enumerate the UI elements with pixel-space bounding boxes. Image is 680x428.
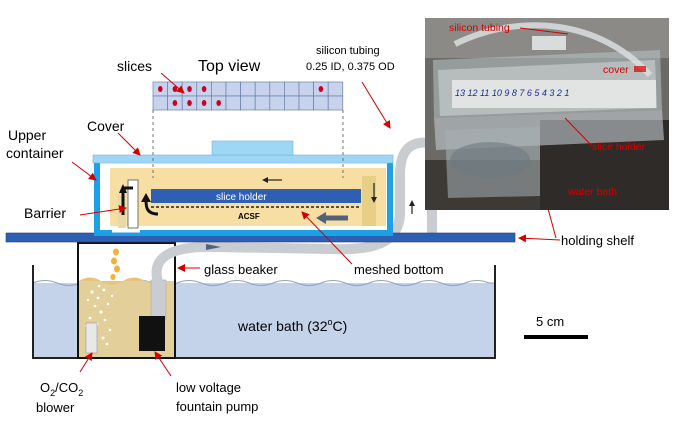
photo-inset	[425, 18, 669, 210]
beaker-surface	[79, 277, 174, 285]
slice-well	[240, 81, 256, 97]
slice-well	[254, 95, 271, 111]
slice-well	[269, 95, 285, 111]
leader-blower	[79, 352, 93, 373]
rising-droplets	[110, 248, 120, 280]
leader-silicon-tubing	[361, 81, 391, 129]
slice-well	[284, 81, 300, 97]
silicon-tubing	[151, 137, 437, 287]
label-slices: slices	[117, 58, 152, 74]
slice-well	[225, 81, 241, 97]
label-pump-2: fountain pump	[176, 399, 258, 414]
leader-holding-shelf	[518, 234, 561, 243]
slice-dot	[201, 86, 207, 92]
fountain-pump	[139, 316, 165, 351]
label-blower-2: blower	[36, 400, 75, 415]
label-cover: Cover	[87, 118, 125, 134]
label-silicon-tubing-1: silicon tubing	[316, 45, 380, 57]
photo-label-cover: cover	[603, 64, 629, 76]
slice-well	[240, 95, 256, 111]
leader-slices	[160, 72, 185, 94]
label-water-bath: water bath (32oC)	[237, 317, 347, 334]
slice-dot	[172, 100, 178, 106]
slice-holder-right-post	[362, 176, 376, 226]
label-glass-beaker: glass beaker	[204, 262, 278, 277]
label-blower-1: O2/CO2	[40, 380, 83, 398]
label-upper-container-2: container	[6, 145, 64, 161]
photo-label-slice-holder: slice holder	[592, 141, 646, 153]
photo-slot-numbers: 13 12 11 10 9 8 7 6 5 4 3 2 1	[455, 88, 569, 98]
slice-holder-bar	[151, 189, 361, 203]
photo-label-silicon-tubing: silicon tubing	[449, 22, 510, 34]
leader-upper-container	[71, 161, 97, 181]
slice-dot	[187, 100, 192, 106]
flow-arrow-left-curve-head	[141, 193, 151, 202]
cover-handle	[211, 140, 294, 156]
flow-arrow-right-down-head	[371, 197, 377, 203]
slice-well	[313, 95, 329, 111]
photo-leader-slice-holder	[564, 117, 593, 147]
slice-dot	[158, 86, 163, 92]
label-slice-holder: slice holder	[216, 192, 267, 203]
leader-pump	[154, 351, 172, 377]
slice-well	[284, 95, 300, 111]
blower-stone	[85, 322, 98, 354]
top-view-slice-grid	[152, 81, 344, 111]
label-barrier: Barrier	[24, 205, 66, 221]
water-bath-walls	[32, 265, 496, 359]
label-silicon-tubing-2: 0.25 ID, 0.375 OD	[306, 61, 395, 73]
slice-well	[298, 81, 314, 97]
slice-well	[269, 81, 285, 97]
slice-dot	[187, 86, 192, 92]
slice-dot	[318, 86, 324, 92]
cover	[92, 154, 394, 164]
flow-arrow-up	[409, 200, 415, 206]
slice-dot	[216, 100, 221, 106]
flow-arrow-barrier-head	[119, 184, 127, 193]
leader-cover	[117, 132, 141, 156]
upper-container-wall	[94, 163, 393, 236]
slice-dot	[201, 100, 207, 106]
label-holding-shelf: holding shelf	[561, 233, 634, 248]
slice-well	[327, 95, 344, 111]
slice-well	[254, 81, 271, 97]
slice-well	[327, 81, 344, 97]
photo-label-water-bath: water bath	[567, 186, 617, 198]
leader-barrier	[79, 205, 127, 216]
label-upper-container-1: Upper	[8, 127, 46, 143]
slice-well	[152, 95, 168, 111]
label-meshed-bottom: meshed bottom	[354, 262, 444, 277]
slice-dot	[172, 86, 178, 92]
flow-arrow-down	[206, 244, 221, 250]
label-scale-bar: 5 cm	[536, 314, 564, 329]
flow-arrow-top-head	[262, 177, 268, 183]
label-top-view: Top view	[198, 58, 261, 75]
scale-bar	[524, 335, 588, 339]
beaker-wall	[77, 242, 176, 359]
barrier	[127, 179, 139, 229]
photo-leader-silicon-tubing	[519, 27, 569, 35]
leader-meshed-bottom	[301, 211, 353, 265]
label-acsf: ACSF	[238, 212, 260, 221]
label-pump-1: low voltage	[176, 380, 241, 395]
slice-well	[211, 81, 227, 97]
slice-well	[298, 95, 314, 111]
flow-arrow-bottom-head	[316, 212, 326, 224]
slice-well	[225, 95, 241, 111]
